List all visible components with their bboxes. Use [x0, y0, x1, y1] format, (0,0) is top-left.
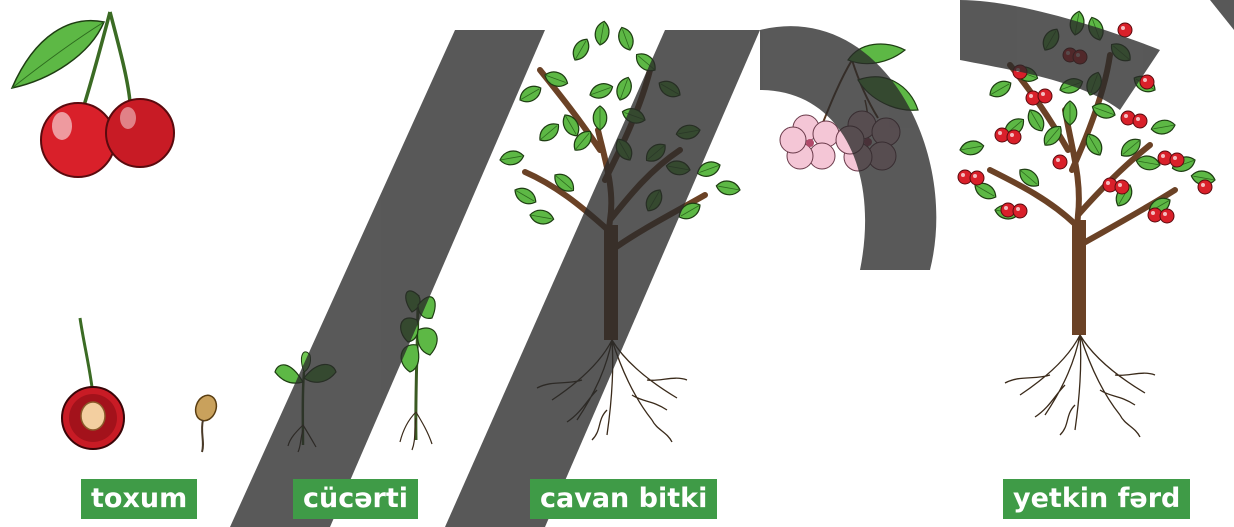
cherry-pair-illustration — [12, 12, 174, 177]
stage-label-sprout: cücərti — [293, 479, 418, 519]
stage-label-seed: toxum — [81, 479, 197, 519]
stage-label-mature: yetkin fərd — [1003, 479, 1190, 519]
cherry-cross-section-icon — [62, 318, 124, 449]
germinating-seed-icon — [192, 392, 220, 452]
stage-label-young-plant: cavan bitki — [530, 479, 717, 519]
